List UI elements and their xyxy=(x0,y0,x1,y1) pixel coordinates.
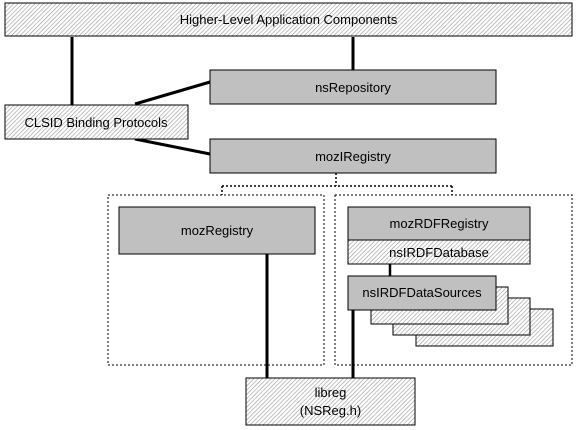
box-ns-repository: nsRepository xyxy=(209,69,497,105)
box-clsid: CLSID Binding Protocols xyxy=(4,104,189,140)
box-higher-level: Higher-Level Application Components xyxy=(4,2,573,37)
data-sources-stack xyxy=(347,275,554,347)
box-libreg-header: (NSReg.h) xyxy=(300,403,361,418)
data-sources-front xyxy=(347,275,497,311)
box-ns-i-rdf-database: nsIRDFDatabase xyxy=(347,239,531,265)
box-ns-repository-label: nsRepository xyxy=(315,80,391,95)
box-moz-registry-label: mozRegistry xyxy=(181,223,254,238)
box-moz-registry: mozRegistry xyxy=(118,206,316,255)
box-moz-i-registry-label: mozIRegistry xyxy=(315,149,391,164)
box-clsid-label: CLSID Binding Protocols xyxy=(24,115,168,130)
group-frame-left xyxy=(107,194,325,366)
box-moz-i-registry: mozIRegistry xyxy=(209,138,497,174)
group-frame-right xyxy=(334,194,573,366)
connector-clsid-to-nsrepository xyxy=(134,80,211,106)
box-ns-i-rdf-database-label: nsIRDFDatabase xyxy=(389,245,489,260)
box-libreg: libreg (NSReg.h) xyxy=(245,377,416,426)
box-moz-rdf-registry-label: mozRDFRegistry xyxy=(390,216,489,231)
box-ns-i-rdf-data-sources-label: nsIRDFDataSources xyxy=(362,285,482,300)
fan-out-dotted xyxy=(221,173,453,195)
connectors xyxy=(70,37,392,378)
box-higher-level-label: Higher-Level Application Components xyxy=(180,12,398,27)
connector-clsid-to-mozregistry-iface xyxy=(134,137,211,156)
box-libreg-label: libreg xyxy=(315,385,347,400)
box-moz-rdf-registry: mozRDFRegistry xyxy=(347,206,531,241)
